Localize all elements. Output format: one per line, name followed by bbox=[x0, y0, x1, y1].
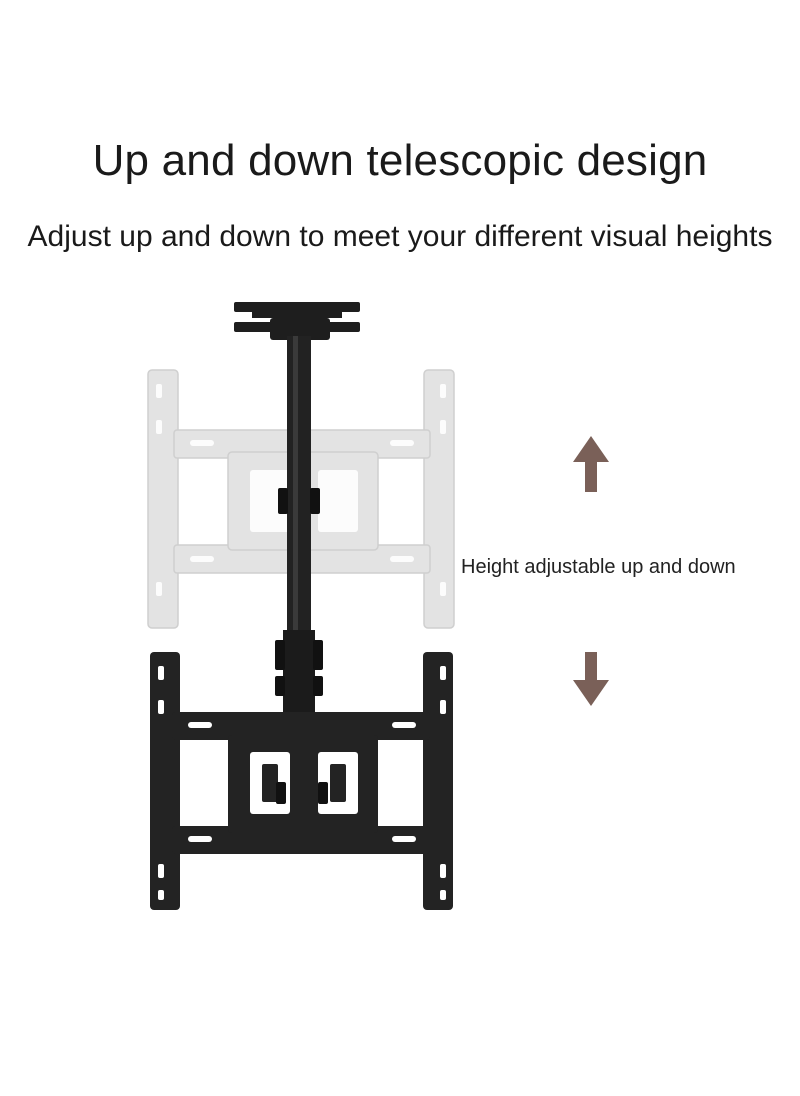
height-adjustable-label: Height adjustable up and down bbox=[461, 556, 736, 578]
lowered-bracket bbox=[150, 652, 453, 910]
down-arrow-icon bbox=[573, 652, 609, 706]
page-subtitle: Adjust up and down to meet your differen… bbox=[27, 220, 773, 253]
up-arrow-icon bbox=[573, 436, 609, 492]
telescopic-pole bbox=[275, 336, 323, 712]
ceiling-mount bbox=[234, 302, 360, 340]
page-title: Up and down telescopic design bbox=[92, 136, 708, 185]
